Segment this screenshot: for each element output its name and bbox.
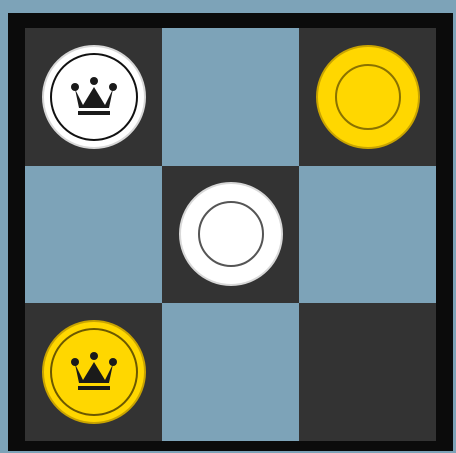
piece-ring: [198, 201, 264, 267]
crown-icon: [71, 77, 117, 117]
white-king-piece[interactable]: [42, 45, 146, 149]
white-man-piece[interactable]: [179, 182, 283, 286]
yellow-man-piece[interactable]: [316, 45, 420, 149]
yellow-king-piece[interactable]: [42, 320, 146, 424]
square-r1-c2[interactable]: [299, 166, 436, 304]
square-r0-c1[interactable]: [162, 28, 299, 166]
crown-icon: [71, 352, 117, 392]
square-r1-c0[interactable]: [25, 166, 162, 304]
square-r2-c2[interactable]: [299, 303, 436, 441]
square-r1-c1[interactable]: [162, 166, 299, 304]
square-r0-c0[interactable]: [25, 28, 162, 166]
square-r0-c2[interactable]: [299, 28, 436, 166]
board-frame: [8, 13, 453, 451]
checkers-board: [25, 28, 436, 441]
square-r2-c0[interactable]: [25, 303, 162, 441]
square-r2-c1[interactable]: [162, 303, 299, 441]
piece-ring: [335, 64, 401, 130]
